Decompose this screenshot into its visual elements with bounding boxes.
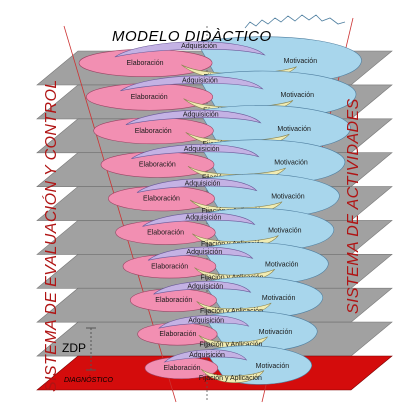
acquisition-label: Adquisición bbox=[182, 77, 218, 84]
spiral-level: MotivaciónElaboraciónAdquisiciónFijación… bbox=[144, 345, 312, 385]
left-axis-label: SISTEMA DE EVALUACIÓN Y CONTROL bbox=[41, 79, 60, 392]
acquisition-band bbox=[158, 315, 250, 329]
acquisition-label: Adquisición bbox=[186, 215, 222, 222]
motivation-label: Motivación bbox=[271, 194, 305, 201]
diagnostic-label: DIAGNÓSTICO bbox=[64, 375, 114, 384]
fixation-label: Fijación y Aplicación bbox=[199, 342, 262, 349]
acquisition-label: Adquisición bbox=[183, 112, 219, 119]
acquisition-band bbox=[153, 280, 252, 295]
elaboration-label: Elaboración bbox=[164, 365, 201, 372]
elaboration-label: Elaboración bbox=[155, 297, 192, 304]
elaboration-label: Elaboración bbox=[143, 196, 180, 203]
motivation-label: Motivación bbox=[265, 261, 299, 268]
acquisition-band bbox=[131, 144, 260, 159]
fixation-label: Fijación y Aplicación bbox=[199, 375, 262, 382]
elaboration-label: Elaboración bbox=[139, 162, 176, 169]
spiral-levels: MotivaciónElaboraciónAdquisiciónFijación… bbox=[78, 14, 362, 385]
acquisition-band bbox=[120, 75, 264, 92]
motivation-label: Motivación bbox=[281, 92, 315, 99]
motivation-label: Motivación bbox=[259, 329, 293, 336]
spiral-level: MotivaciónElaboraciónAdquisiciónFijación… bbox=[108, 173, 340, 218]
zdp-label: ZDP bbox=[62, 341, 86, 355]
motivation-label: Motivación bbox=[268, 227, 302, 234]
motivation-label: Motivación bbox=[256, 363, 290, 370]
elaboration-label: Elaboración bbox=[159, 331, 196, 338]
acquisition-band bbox=[142, 212, 256, 227]
acquisition-label: Adquisición bbox=[184, 146, 220, 153]
acquisition-band bbox=[136, 178, 258, 193]
spiral-top-rim bbox=[244, 14, 346, 29]
spiral-level: Motivación Elaboración AdquisiciónFijación… bbox=[130, 276, 323, 318]
spiral-level: MotivaciónElaboraciónAdquisiciónFijación… bbox=[137, 311, 318, 352]
acquisition-label: Adquisición bbox=[186, 249, 222, 256]
right-axis-label: SISTEMA DE ACTIVIDADES bbox=[345, 98, 362, 314]
acquisition-label: Adquisición bbox=[185, 180, 221, 187]
acquisition-label: Adquisición bbox=[189, 352, 225, 359]
fixation-band bbox=[200, 368, 265, 383]
elaboration-label: Elaboración bbox=[135, 128, 172, 135]
motivation-label: Motivación bbox=[277, 126, 311, 133]
acquisition-label: Adquisición bbox=[181, 43, 217, 50]
acquisition-label: Adquisición bbox=[187, 283, 223, 290]
elaboration-label: Elaboración bbox=[131, 94, 168, 101]
diagram-title: MODELO DIDÀCTICO bbox=[112, 28, 272, 45]
motivation-label: Motivación bbox=[262, 295, 296, 302]
acquisition-band bbox=[114, 41, 265, 58]
acquisition-band bbox=[125, 109, 262, 126]
acquisition-band bbox=[163, 349, 248, 363]
motivation-label: Motivación bbox=[274, 160, 308, 167]
elaboration-label: Elaboración bbox=[127, 60, 164, 67]
motivation-label: Motivación bbox=[284, 58, 318, 65]
acquisition-label: Adquisición bbox=[188, 318, 224, 325]
fixation-label: Fijación y Aplicación bbox=[200, 308, 263, 315]
elaboration-label: Elaboración bbox=[147, 229, 184, 236]
elaboration-label: Elaboración bbox=[151, 263, 188, 270]
acquisition-band bbox=[147, 246, 254, 261]
spiral-level: MotivaciónElaboraciónAdquisiciónFijación… bbox=[100, 139, 346, 184]
